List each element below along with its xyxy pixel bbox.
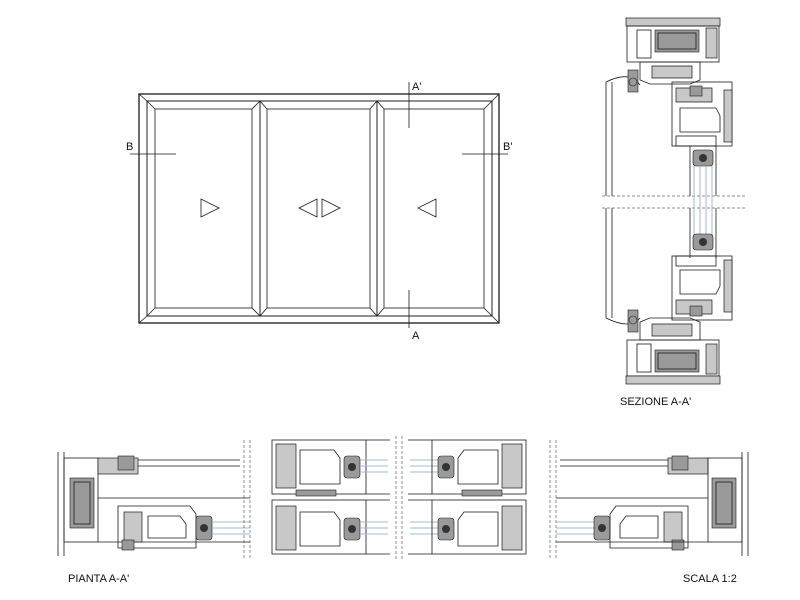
sash-left bbox=[146, 100, 261, 317]
section-title: SEZIONE A-A' bbox=[620, 396, 692, 408]
cut-label-b: B bbox=[126, 141, 134, 153]
scale-label: SCALA 1:2 bbox=[683, 573, 737, 585]
sash-right bbox=[376, 100, 493, 317]
window-elevation bbox=[130, 82, 508, 328]
horizontal-plan bbox=[57, 436, 749, 560]
arrow-left-icon bbox=[298, 198, 318, 218]
vertical-section bbox=[602, 17, 745, 385]
plan-title: PIANTA A-A' bbox=[68, 573, 130, 585]
arrow-left-icon bbox=[417, 198, 437, 218]
cut-label-a-prime: A' bbox=[412, 81, 422, 93]
sash-center bbox=[259, 100, 378, 317]
arrow-right-icon bbox=[200, 198, 220, 218]
cut-label-a: A bbox=[412, 330, 420, 342]
cut-label-b-prime: B' bbox=[503, 141, 513, 153]
arrow-right-icon bbox=[321, 198, 341, 218]
